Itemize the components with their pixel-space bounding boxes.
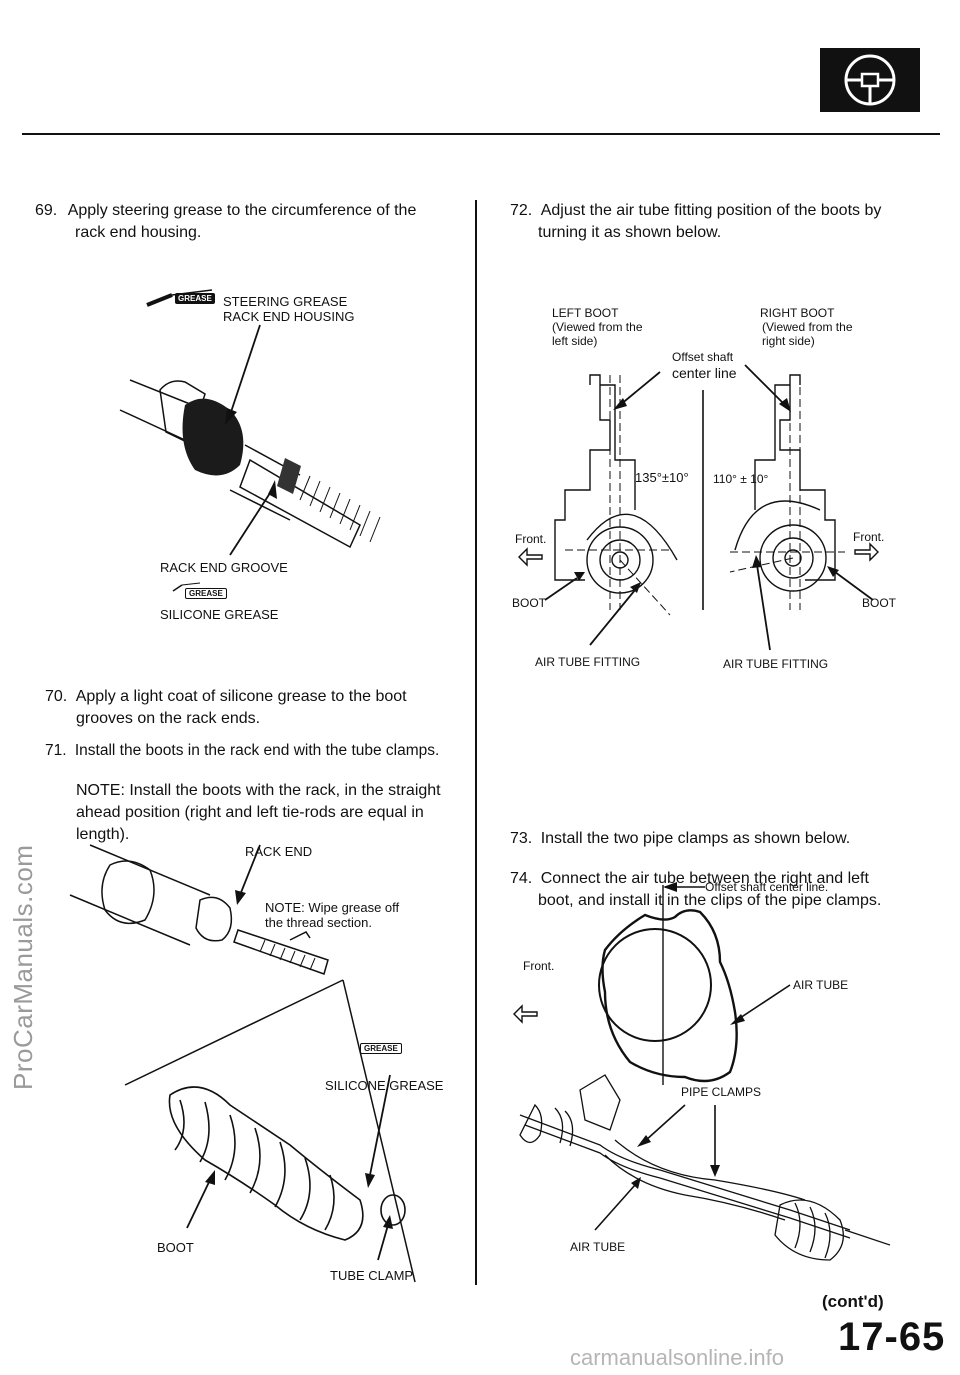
step-text: Adjust the air tube fitting position of … [540,202,882,219]
grease-icon: GREASE [185,588,227,600]
label-rack-end-housing: RACK END HOUSING [223,309,355,324]
steering-wheel-icon [820,48,920,112]
step-71: 71. Install the boots in the rack end wi… [45,740,465,762]
step-text: rack end housing. [75,224,202,241]
front-left-label: Front. [515,532,547,546]
continued-label: (cont'd) [822,1292,884,1311]
note-text: length). [76,826,130,843]
grease-icon: GREASE [175,293,215,305]
step-text: Install the two pipe clamps as shown bel… [540,830,851,847]
step-text: turning it as shown below. [538,224,722,241]
step-number: 71. [45,742,67,759]
left-boot-sub: (Viewed from the [552,320,643,334]
boot-right-label: BOOT [862,596,897,610]
right-boot-sub: right side) [762,334,815,348]
step-number: 69. [35,202,58,219]
offset-label: Offset shaft center line. [705,880,829,894]
air-tube-label: AIR TUBE [793,978,849,992]
front-right-label: Front. [853,530,885,544]
note-text: ahead position (right and left tie-rods … [76,804,424,821]
step-number: 73. [510,830,533,847]
header-rule [22,133,940,135]
step-74: 74. Connect the air tube between the rig… [510,868,930,912]
step-69: 69. Apply steering grease to the circumf… [35,200,455,244]
fitting-right-label: AIR TUBE FITTING [723,657,829,671]
label-silicone-grease: SILICONE GREASE [160,607,279,622]
step-text: Install the boots in the rack end with t… [74,742,440,759]
label-tube-clamp: TUBE CLAMP [330,1268,414,1283]
column-divider [475,200,477,1285]
left-boot-title: LEFT BOOT [552,306,619,320]
note-text: NOTE: Install the boots with the rack, i… [76,782,441,799]
fitting-left-label: AIR TUBE FITTING [535,655,641,669]
page-number: 17-65 [838,1315,946,1359]
front-label: Front. [523,959,555,973]
right-boot-sub: (Viewed from the [762,320,853,334]
left-boot-sub: left side) [552,334,598,348]
boot-left-label: BOOT [512,596,547,610]
label-rack-end: RACK END [245,844,313,859]
figure-air-tube: Offset shaft center line. Front. AIR TUB… [495,875,935,1270]
step-text: Connect the air tube between the right a… [540,870,869,887]
label-rack-end-groove: RACK END GROOVE [160,560,288,575]
figure-boot-install: RACK END NOTE: Wipe grease off the threa… [60,840,460,1285]
step-70: 70. Apply a light coat of silicone greas… [45,686,455,730]
step-72: 72. Adjust the air tube fitting position… [510,200,930,244]
angle-left: 135°±10° [635,470,689,485]
step-text: Apply steering grease to the circumferen… [67,202,417,219]
figure-boot-orientation: LEFT BOOT (Viewed from the left side) RI… [495,300,925,680]
label-silicone-grease: SILICONE GREASE [325,1078,444,1093]
offset-label: Offset shaft [672,350,734,364]
side-watermark: ProCarManuals.com [8,844,38,1090]
figure-rack-end-housing: GREASE STEERING GREASE RACK END HOUSING … [100,280,430,640]
step-text: Apply a light coat of silicone grease to… [75,688,407,705]
offset-label: center line [672,365,737,381]
step-number: 72. [510,202,533,219]
step-text: grooves on the rack ends. [76,710,261,727]
note-71: NOTE: Install the boots with the rack, i… [76,780,456,846]
label-steering-grease: STEERING GREASE [223,294,348,309]
pipe-clamps-label: PIPE CLAMPS [681,1085,762,1099]
step-number: 74. [510,870,533,887]
wipe-note: the thread section. [265,915,372,930]
label-boot: BOOT [157,1240,194,1255]
footer-watermark: carmanualsonline.info [570,1345,785,1370]
step-text: boot, and install it in the clips of the… [538,892,882,909]
wipe-note: NOTE: Wipe grease off [265,900,400,915]
step-number: 70. [45,688,68,705]
air-tube-bottom-label: AIR TUBE [570,1240,626,1254]
angle-right: 110° ± 10° [713,472,769,486]
right-boot-title: RIGHT BOOT [760,306,835,320]
step-73: 73. Install the two pipe clamps as shown… [510,828,930,850]
grease-icon: GREASE [360,1043,402,1055]
